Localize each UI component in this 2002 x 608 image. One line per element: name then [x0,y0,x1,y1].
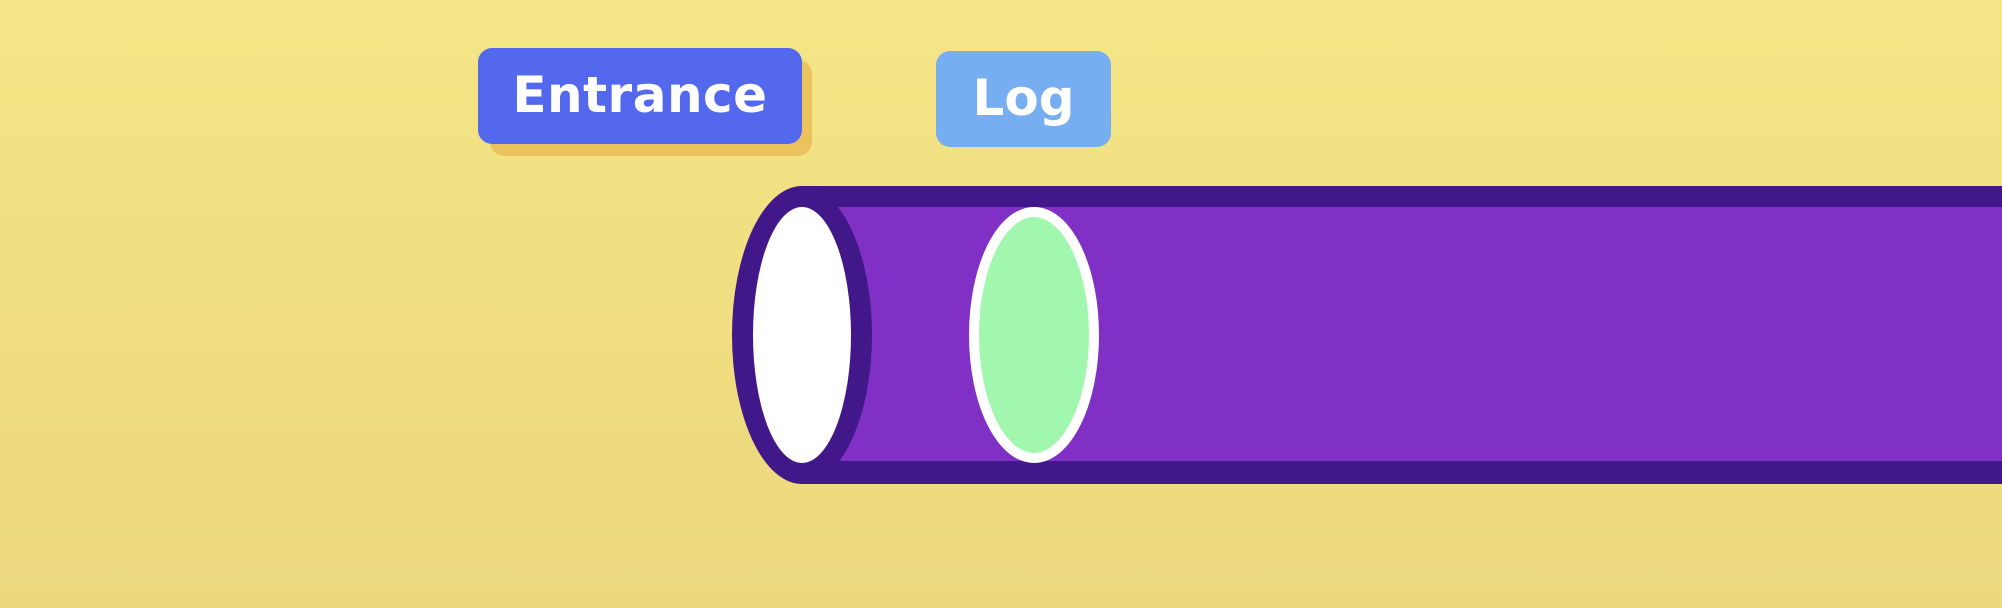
log-disc[interactable] [969,207,1099,463]
log-tag[interactable]: Log [936,51,1111,147]
entrance-opening[interactable] [753,207,851,463]
entrance-tag[interactable]: Entrance [478,48,802,144]
